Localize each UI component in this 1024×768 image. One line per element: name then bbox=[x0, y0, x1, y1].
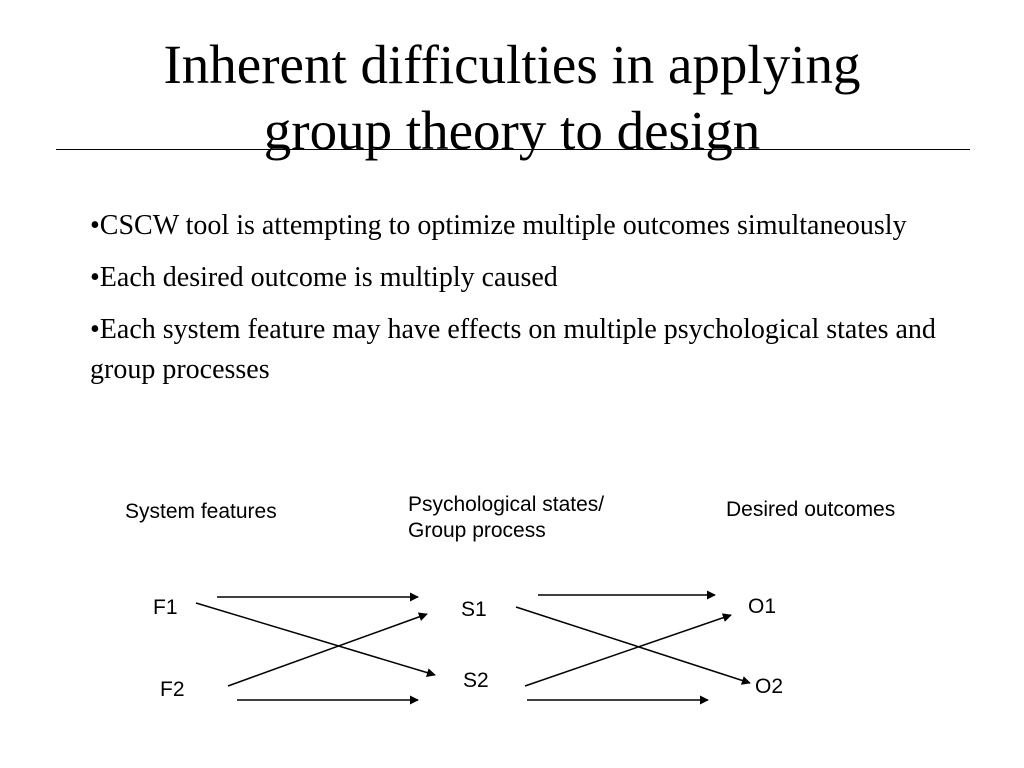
title-line-1: Inherent difficulties in applying bbox=[163, 34, 861, 95]
header-system-features: System features bbox=[125, 500, 277, 523]
header-psych-states: Psychological states/ Group process bbox=[408, 492, 604, 544]
bullet-item: •Each desired outcome is multiply caused bbox=[90, 262, 558, 293]
arrow-f1-s2 bbox=[195, 602, 436, 677]
bullet-item: •CSCW tool is attempting to optimize mul… bbox=[90, 210, 907, 241]
node-o1: O1 bbox=[748, 595, 777, 618]
node-f1: F1 bbox=[153, 596, 178, 619]
node-f2: F2 bbox=[160, 678, 185, 701]
bullet-list: •CSCW tool is attempting to optimize mul… bbox=[90, 206, 950, 402]
node-s2: S2 bbox=[463, 669, 489, 692]
node-s1: S1 bbox=[461, 598, 487, 621]
header-psych-line-1: Psychological states/ bbox=[408, 493, 605, 516]
arrow-s2-o1 bbox=[524, 613, 732, 687]
node-o2: O2 bbox=[755, 675, 784, 698]
arrow-f2-s1 bbox=[227, 612, 428, 687]
header-psych-line-2: Group process bbox=[408, 519, 546, 542]
arrow-s1-o2 bbox=[515, 606, 751, 685]
title-divider bbox=[56, 149, 970, 150]
title-line-2: group theory to design bbox=[263, 100, 761, 161]
slide-title: Inherent difficulties in applying group … bbox=[0, 32, 1024, 164]
header-desired-outcomes: Desired outcomes bbox=[726, 498, 896, 521]
bullet-item: •Each system feature may have effects on… bbox=[90, 314, 936, 385]
